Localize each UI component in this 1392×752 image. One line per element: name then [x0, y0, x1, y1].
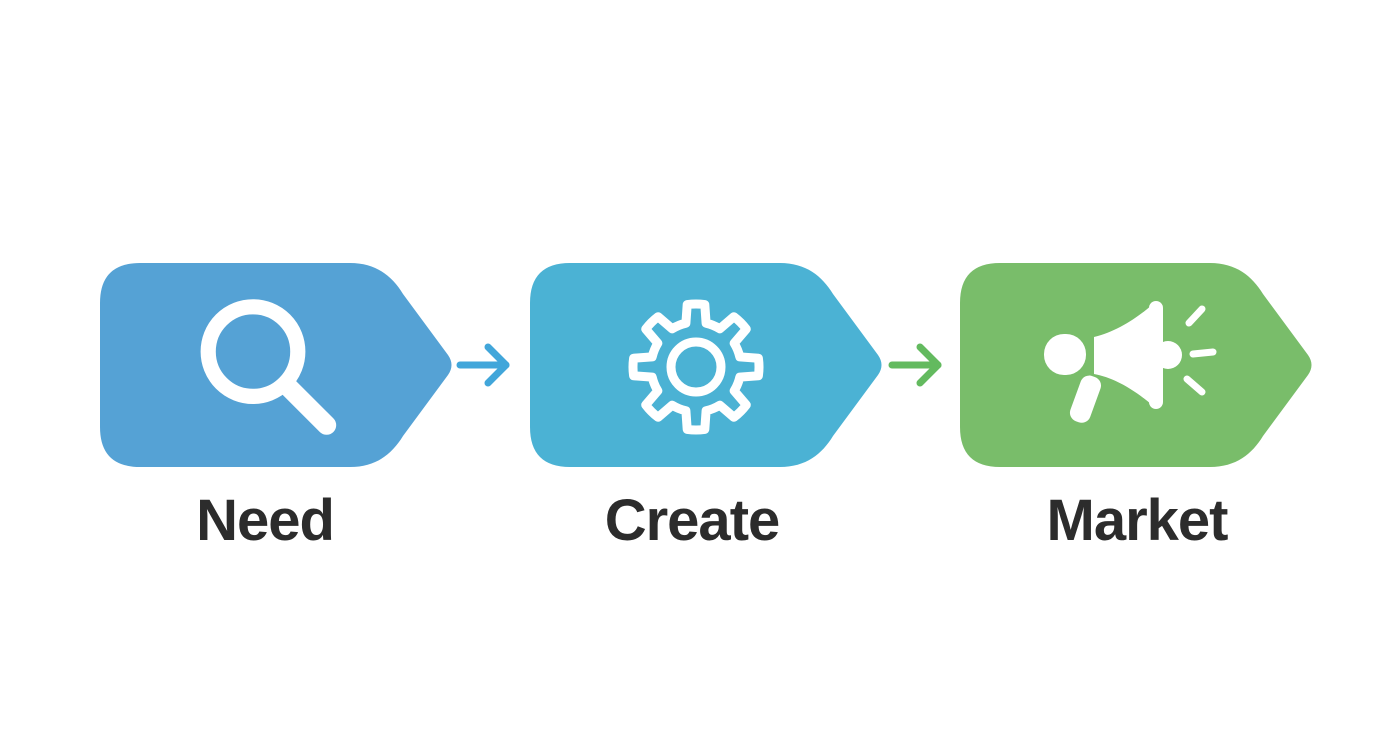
gear-hub-ring [666, 337, 726, 397]
magnifying-glass-icon [200, 299, 337, 435]
tag-shape-path [100, 263, 452, 467]
step-create: Create [530, 263, 886, 563]
sound-rays [1183, 305, 1217, 396]
gear-teeth-outline [628, 299, 764, 435]
megaphone-icon [1044, 301, 1217, 423]
step-label: Create [604, 488, 781, 553]
tag-shape-path [530, 263, 882, 467]
megaphone-cone [1094, 305, 1152, 405]
arrow-right-icon [888, 343, 942, 387]
chevron-tag-shape [530, 263, 882, 467]
step-label: Need [196, 488, 335, 553]
step-need: Need [100, 263, 456, 563]
megaphone-handle [1069, 375, 1102, 423]
megaphone-mouthpiece [1044, 334, 1086, 375]
step-label: Market [1046, 488, 1229, 553]
step-market: Market [960, 263, 1316, 563]
arrow-right-icon [456, 343, 510, 387]
megaphone-knob [1154, 341, 1182, 369]
chevron-tag-shape [100, 263, 452, 467]
magnifier-lens [200, 299, 306, 404]
magnifier-handle [277, 375, 337, 435]
gear-icon [628, 299, 764, 435]
